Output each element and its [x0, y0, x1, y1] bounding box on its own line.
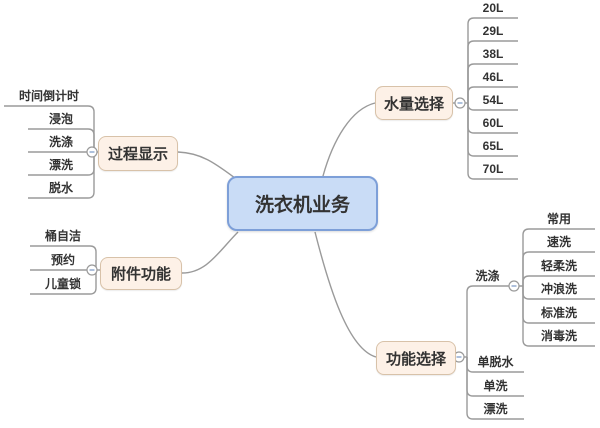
leaf-topic-rinse-only[interactable]: 漂洗 — [483, 402, 508, 416]
connector-root-accessory — [181, 231, 239, 274]
leaf-topic-standard[interactable]: 标准洗 — [540, 306, 577, 320]
connector-wash-children — [522, 228, 595, 286]
branch-topic-water[interactable]: 水量选择 — [375, 86, 453, 120]
leaf-topic-tub-clean[interactable]: 桶自洁 — [44, 229, 81, 243]
leaf-topic-sterilize[interactable]: 消毒洗 — [540, 329, 577, 343]
connector-wash-children — [522, 286, 595, 347]
connector-function-children — [466, 357, 524, 420]
leaf-topic-reserve[interactable]: 预约 — [50, 253, 75, 267]
leaf-topic-surf[interactable]: 冲浪洗 — [540, 282, 577, 296]
branch-topic-label: 功能选择 — [385, 350, 446, 368]
root-topic-label: 洗衣机业务 — [254, 195, 350, 216]
leaf-topic-wash-only[interactable]: 单洗 — [483, 379, 508, 393]
connector-accessory-children — [30, 245, 97, 270]
connector-water-children — [467, 86, 518, 103]
collapse-toggle-accessory[interactable] — [86, 264, 98, 276]
connector-root-process — [177, 151, 236, 179]
leaf-topic-46l[interactable]: 46L — [482, 70, 504, 84]
leaf-topic-soak[interactable]: 浸泡 — [48, 112, 73, 126]
leaf-topic-54l[interactable]: 54L — [482, 93, 504, 107]
connector-root-function — [314, 231, 377, 358]
branch-topic-label: 水量选择 — [383, 95, 444, 113]
leaf-topic-quick[interactable]: 速洗 — [546, 235, 571, 249]
leaf-topic-child-lock[interactable]: 儿童锁 — [44, 277, 81, 291]
connector-process-children — [28, 152, 95, 199]
branch-topic-process[interactable]: 过程显示 — [98, 136, 178, 171]
leaf-topic-gentle[interactable]: 轻柔洗 — [540, 259, 577, 273]
collapse-toggle-process[interactable] — [86, 146, 98, 158]
leaf-topic-20l[interactable]: 20L — [482, 1, 504, 15]
leaf-topic-65l[interactable]: 65L — [482, 139, 504, 153]
leaf-topic-60l[interactable]: 60L — [482, 116, 504, 130]
branch-topic-accessory[interactable]: 附件功能 — [100, 257, 182, 290]
collapse-toggle-water[interactable] — [454, 97, 466, 109]
leaf-topic-29l[interactable]: 29L — [482, 24, 504, 38]
leaf-topic-wash[interactable]: 洗涤 — [48, 135, 73, 149]
branch-topic-label: 过程显示 — [107, 146, 168, 163]
branch-topic-function[interactable]: 功能选择 — [376, 341, 456, 375]
connector-accessory-children — [30, 270, 97, 295]
connector-wash-children — [522, 251, 595, 286]
connector-root-water — [322, 102, 376, 177]
connector-function-children — [466, 285, 523, 357]
connector-process-children — [4, 105, 95, 152]
branch-topic-label: 附件功能 — [110, 266, 171, 283]
leaf-topic-rinse[interactable]: 漂洗 — [48, 158, 73, 172]
collapse-toggle-wash[interactable] — [508, 280, 520, 292]
leaf-topic-70l[interactable]: 70L — [482, 162, 504, 176]
connector-water-children — [467, 17, 518, 103]
leaf-topic-38l[interactable]: 38L — [482, 47, 504, 61]
connector-water-children — [467, 40, 518, 103]
leaf-topic-spin[interactable]: 脱水 — [48, 181, 73, 195]
leaf-topic-countdown[interactable]: 时间倒计时 — [18, 89, 79, 103]
leaf-topic-washing[interactable]: 洗涤 — [475, 269, 500, 283]
root-topic[interactable]: 洗衣机业务 — [227, 176, 378, 231]
connector-water-children — [467, 103, 518, 180]
connector-process-children — [28, 128, 95, 152]
leaf-topic-common[interactable]: 常用 — [546, 212, 571, 226]
leaf-topic-spin-only[interactable]: 单脱水 — [477, 355, 514, 369]
connector-wash-children — [522, 275, 595, 286]
connector-water-children — [467, 63, 518, 103]
